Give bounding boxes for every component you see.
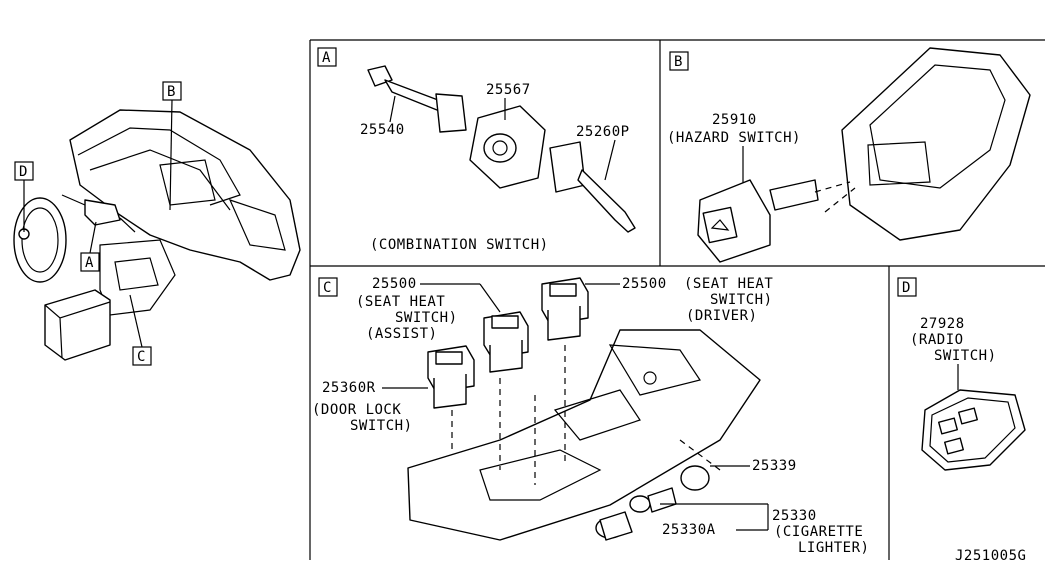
part-25567: 25567	[486, 82, 531, 98]
part-25330: 25330	[772, 508, 817, 524]
door-num: 25360R	[322, 380, 376, 396]
callout-C-text: C	[137, 349, 146, 365]
part-25339: 25339	[752, 458, 797, 474]
seat-driver-line2: SWITCH)	[710, 292, 773, 308]
part-27928: 27928	[920, 316, 965, 332]
seat-assist-line3: (ASSIST)	[366, 326, 437, 342]
section-C-letter: C	[323, 280, 332, 296]
part-25540: 25540	[360, 122, 405, 138]
seat-assist-num: 25500	[372, 276, 417, 292]
seat-driver-line3: (DRIVER)	[686, 308, 757, 324]
overview-callout-D: D	[14, 161, 34, 232]
hazard-desc: (HAZARD SWITCH)	[667, 130, 801, 146]
section-B-letter: B	[674, 54, 683, 70]
overview-callout-C: C	[129, 294, 152, 366]
callout-A-text: A	[85, 255, 94, 271]
part-25260P: 25260P	[576, 124, 630, 140]
section-B: B 25910 (HAZARD SWITCH)	[667, 47, 1031, 263]
overview-dashboard	[13, 109, 301, 361]
part-25910: 25910	[712, 112, 757, 128]
callout-D-text: D	[19, 164, 28, 180]
center-console	[407, 329, 761, 541]
seat-driver-num: 25500	[622, 276, 667, 292]
seat-assist-line2: SWITCH)	[395, 310, 458, 326]
section-A: A 25540 25567 25260P (COMBINATION SWITCH…	[317, 47, 636, 253]
seat-driver-line1: (SEAT HEAT	[684, 276, 773, 292]
overview-callout-A: A	[80, 221, 100, 272]
door-line2: SWITCH)	[350, 418, 413, 434]
section-D: D 27928 (RADIO SWITCH)	[897, 277, 1026, 471]
seat-heat-switch-driver	[541, 277, 589, 341]
part-25330A: 25330A	[662, 522, 716, 538]
radio-line1: (RADIO	[910, 332, 964, 348]
radio-line2: SWITCH)	[934, 348, 997, 364]
frame-lines	[309, 39, 1045, 560]
overview-callout-B: B	[162, 81, 182, 211]
cigarette-lighter-parts	[595, 465, 710, 541]
cig-line1: (CIGARETTE	[774, 524, 863, 540]
section-D-letter: D	[902, 280, 911, 296]
section-A-caption: (COMBINATION SWITCH)	[370, 237, 549, 253]
seat-heat-switch-assist	[483, 311, 529, 373]
diagram-id: J251005G	[955, 548, 1026, 564]
door-line1: (DOOR LOCK	[312, 402, 401, 418]
radio-switch	[921, 389, 1026, 471]
cig-line2: LIGHTER)	[798, 540, 869, 556]
section-C: C 25500 (SEAT HEAT SWITCH) (ASSIST) 2550…	[312, 276, 869, 556]
callout-B-text: B	[167, 84, 176, 100]
door-lock-switch	[427, 345, 475, 409]
seat-assist-line1: (SEAT HEAT	[356, 294, 445, 310]
section-A-letter: A	[322, 50, 331, 66]
